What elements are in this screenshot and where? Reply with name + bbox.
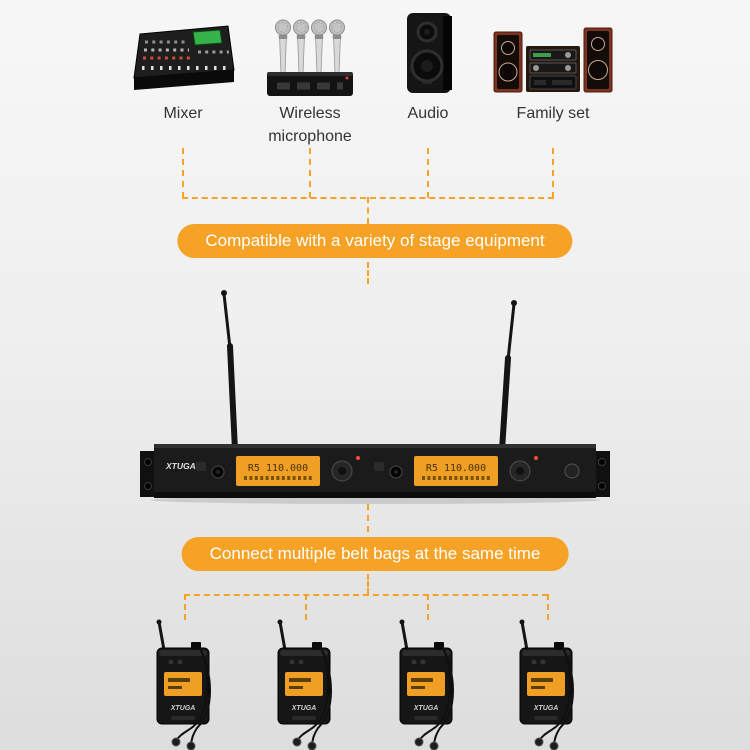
connector-stub-beltpack-4 xyxy=(547,594,549,620)
connector-stub-family-set xyxy=(552,148,554,198)
connector-horizontal-bottom xyxy=(184,594,548,596)
right-antenna xyxy=(499,300,517,453)
mixer-icon xyxy=(130,16,236,101)
connector-stub-audio xyxy=(427,148,429,198)
family-set-icon xyxy=(492,20,614,101)
equipment-label-audio: Audio xyxy=(407,105,449,122)
connector-stub-beltpack-3 xyxy=(427,594,429,620)
equipment-label-mixer: Mixer xyxy=(163,105,203,122)
receiver-brand-logo: XTUGA xyxy=(165,461,196,471)
connector-banner1-to-receiver xyxy=(367,262,369,284)
connector-receiver-to-banner2 xyxy=(367,504,369,532)
banner-beltbags: Connect multiple belt bags at the same t… xyxy=(181,537,569,571)
power-button xyxy=(564,463,580,479)
beltpack-item xyxy=(390,618,466,750)
connector-stub-beltpack-1 xyxy=(184,594,186,620)
receiver-unit-image: XTUGA R5 110.000 R5 110.000 xyxy=(140,286,610,509)
audio-speaker-icon xyxy=(398,8,460,101)
svg-text:R5 110.000: R5 110.000 xyxy=(426,463,486,474)
left-antenna xyxy=(221,290,238,453)
beltpack-item xyxy=(147,618,223,750)
equipment-label-family-set: Family set xyxy=(516,105,590,122)
equipment-label-wireless-microphone: Wireless microphone xyxy=(268,105,352,146)
svg-text:R5 110.000: R5 110.000 xyxy=(248,463,308,474)
banner-compatibility: Compatible with a variety of stage equip… xyxy=(177,224,573,258)
receiver-left-channel: R5 110.000 xyxy=(196,456,360,486)
connector-banner2-to-horizontal xyxy=(367,574,369,594)
wireless-microphone-icon xyxy=(265,12,355,105)
connector-center-to-banner1 xyxy=(367,197,369,224)
connector-stub-mixer xyxy=(182,148,184,198)
receiver-right-channel: R5 110.000 xyxy=(374,456,538,486)
beltpack-item xyxy=(268,618,344,750)
connector-stub-beltpack-2 xyxy=(305,594,307,620)
beltpack-item xyxy=(510,618,586,750)
connector-stub-wireless-microphone xyxy=(309,148,311,198)
